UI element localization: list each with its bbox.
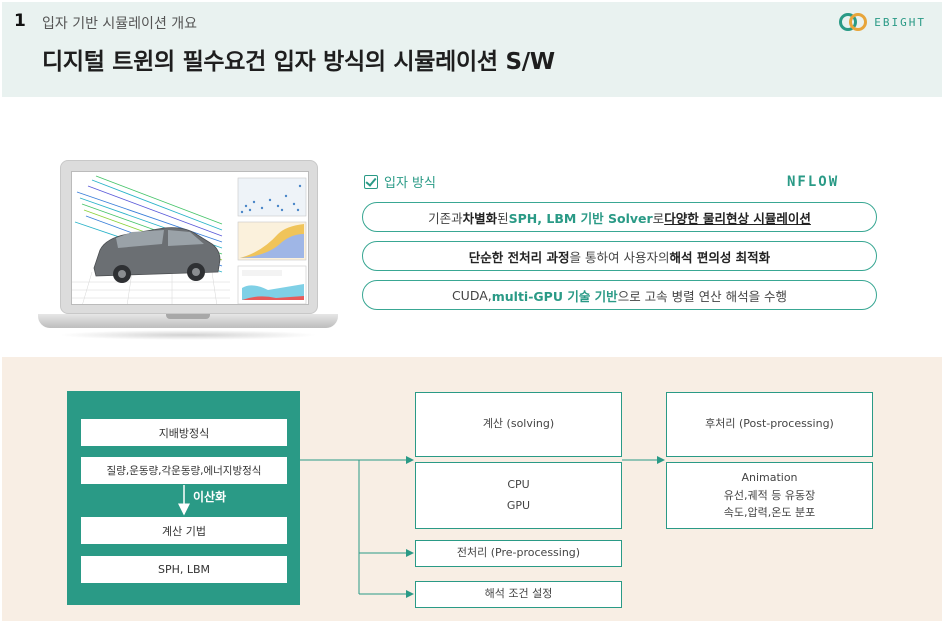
feature-pill-preprocessing: 단순한 전처리 과정 을 통하여 사용자의 해석 편의성 최적화 xyxy=(362,241,877,271)
animation-line-3: 속도,압력,온도 분포 xyxy=(723,506,816,520)
particle-method-label: 입자 방식 xyxy=(384,176,436,191)
pill2-text-b: 을 통하여 사용자의 xyxy=(569,249,670,265)
pill1-text-b: 차별화 xyxy=(462,210,498,226)
company-logo: EBIGHT xyxy=(838,12,926,32)
laptop-lid xyxy=(60,160,318,314)
pill2-text-c: 해석 편의성 최적화 xyxy=(669,249,771,265)
pill3-text-b: multi-GPU 기술 기반 xyxy=(491,288,618,304)
pill3-text-a: CUDA, xyxy=(451,287,492,303)
animation-box: Animation 유선,궤적 등 유동장 속도,압력,온도 분포 xyxy=(666,462,873,529)
particle-method-heading: 입자 방식 xyxy=(364,172,436,191)
section-title: 입자 기반 시뮬레이션 개요 xyxy=(42,16,198,32)
hardware-box: CPU GPU xyxy=(415,462,622,529)
analysis-conditions-box: 해석 조건 설정 xyxy=(415,581,622,608)
pill3-text-c: 으로 고속 병렬 연산 해석을 수행 xyxy=(617,288,788,304)
nflow-brand: NFLOW xyxy=(787,174,840,190)
section-number: 1 xyxy=(14,11,26,31)
postprocessing-box: 후처리 (Post-processing) xyxy=(666,392,873,457)
laptop-base xyxy=(38,314,338,328)
preprocessing-box: 전처리 (Pre-processing) xyxy=(415,540,622,567)
page-title: 디지털 트윈의 필수요건 입자 방식의 시뮬레이션 S/W xyxy=(42,49,555,75)
pill2-text-a: 단순한 전처리 과정 xyxy=(468,249,570,265)
logo-mark-icon xyxy=(839,13,868,31)
laptop-illustration xyxy=(38,160,338,350)
pill1-text-e: 로 xyxy=(652,210,665,226)
car-simulation-image xyxy=(72,172,308,304)
feature-pill-solver: 기존과 차별화 된 SPH, LBM 기반 Solver 로 다양한 물리현상 … xyxy=(362,202,877,232)
gpu-label: GPU xyxy=(506,498,531,512)
pill1-text-f: 다양한 물리현상 시뮬레이션 xyxy=(664,210,811,226)
pill1-text-a: 기존과 xyxy=(428,210,463,226)
animation-title: Animation xyxy=(741,471,798,485)
calculation-method-box: 계산 기법 xyxy=(81,517,287,544)
checkbox-icon xyxy=(364,174,378,189)
solving-box: 계산 (solving) xyxy=(415,392,622,457)
laptop-shadow xyxy=(58,330,318,340)
pill1-text-d: SPH, LBM 기반 Solver xyxy=(508,210,653,226)
discretization-label: 이산화 xyxy=(193,490,227,504)
logo-text: EBIGHT xyxy=(874,15,926,29)
laptop-notch xyxy=(166,314,210,319)
feature-pill-gpu: CUDA, multi-GPU 기술 기반 으로 고속 병렬 연산 해석을 수행 xyxy=(362,280,877,310)
header-band: 1 입자 기반 시뮬레이션 개요 디지털 트윈의 필수요건 입자 방식의 시뮬레… xyxy=(2,2,942,97)
method-list-box: SPH, LBM xyxy=(81,556,287,583)
simulation-screenshot xyxy=(71,171,309,305)
animation-line-2: 유선,궤적 등 유동장 xyxy=(723,488,816,502)
pill1-text-c: 된 xyxy=(497,210,509,226)
cpu-label: CPU xyxy=(507,477,530,491)
conservation-equations-box: 질량,운동량,각운동량,에너지방정식 xyxy=(81,457,287,484)
governing-equation-box: 지배방정식 xyxy=(81,419,287,446)
